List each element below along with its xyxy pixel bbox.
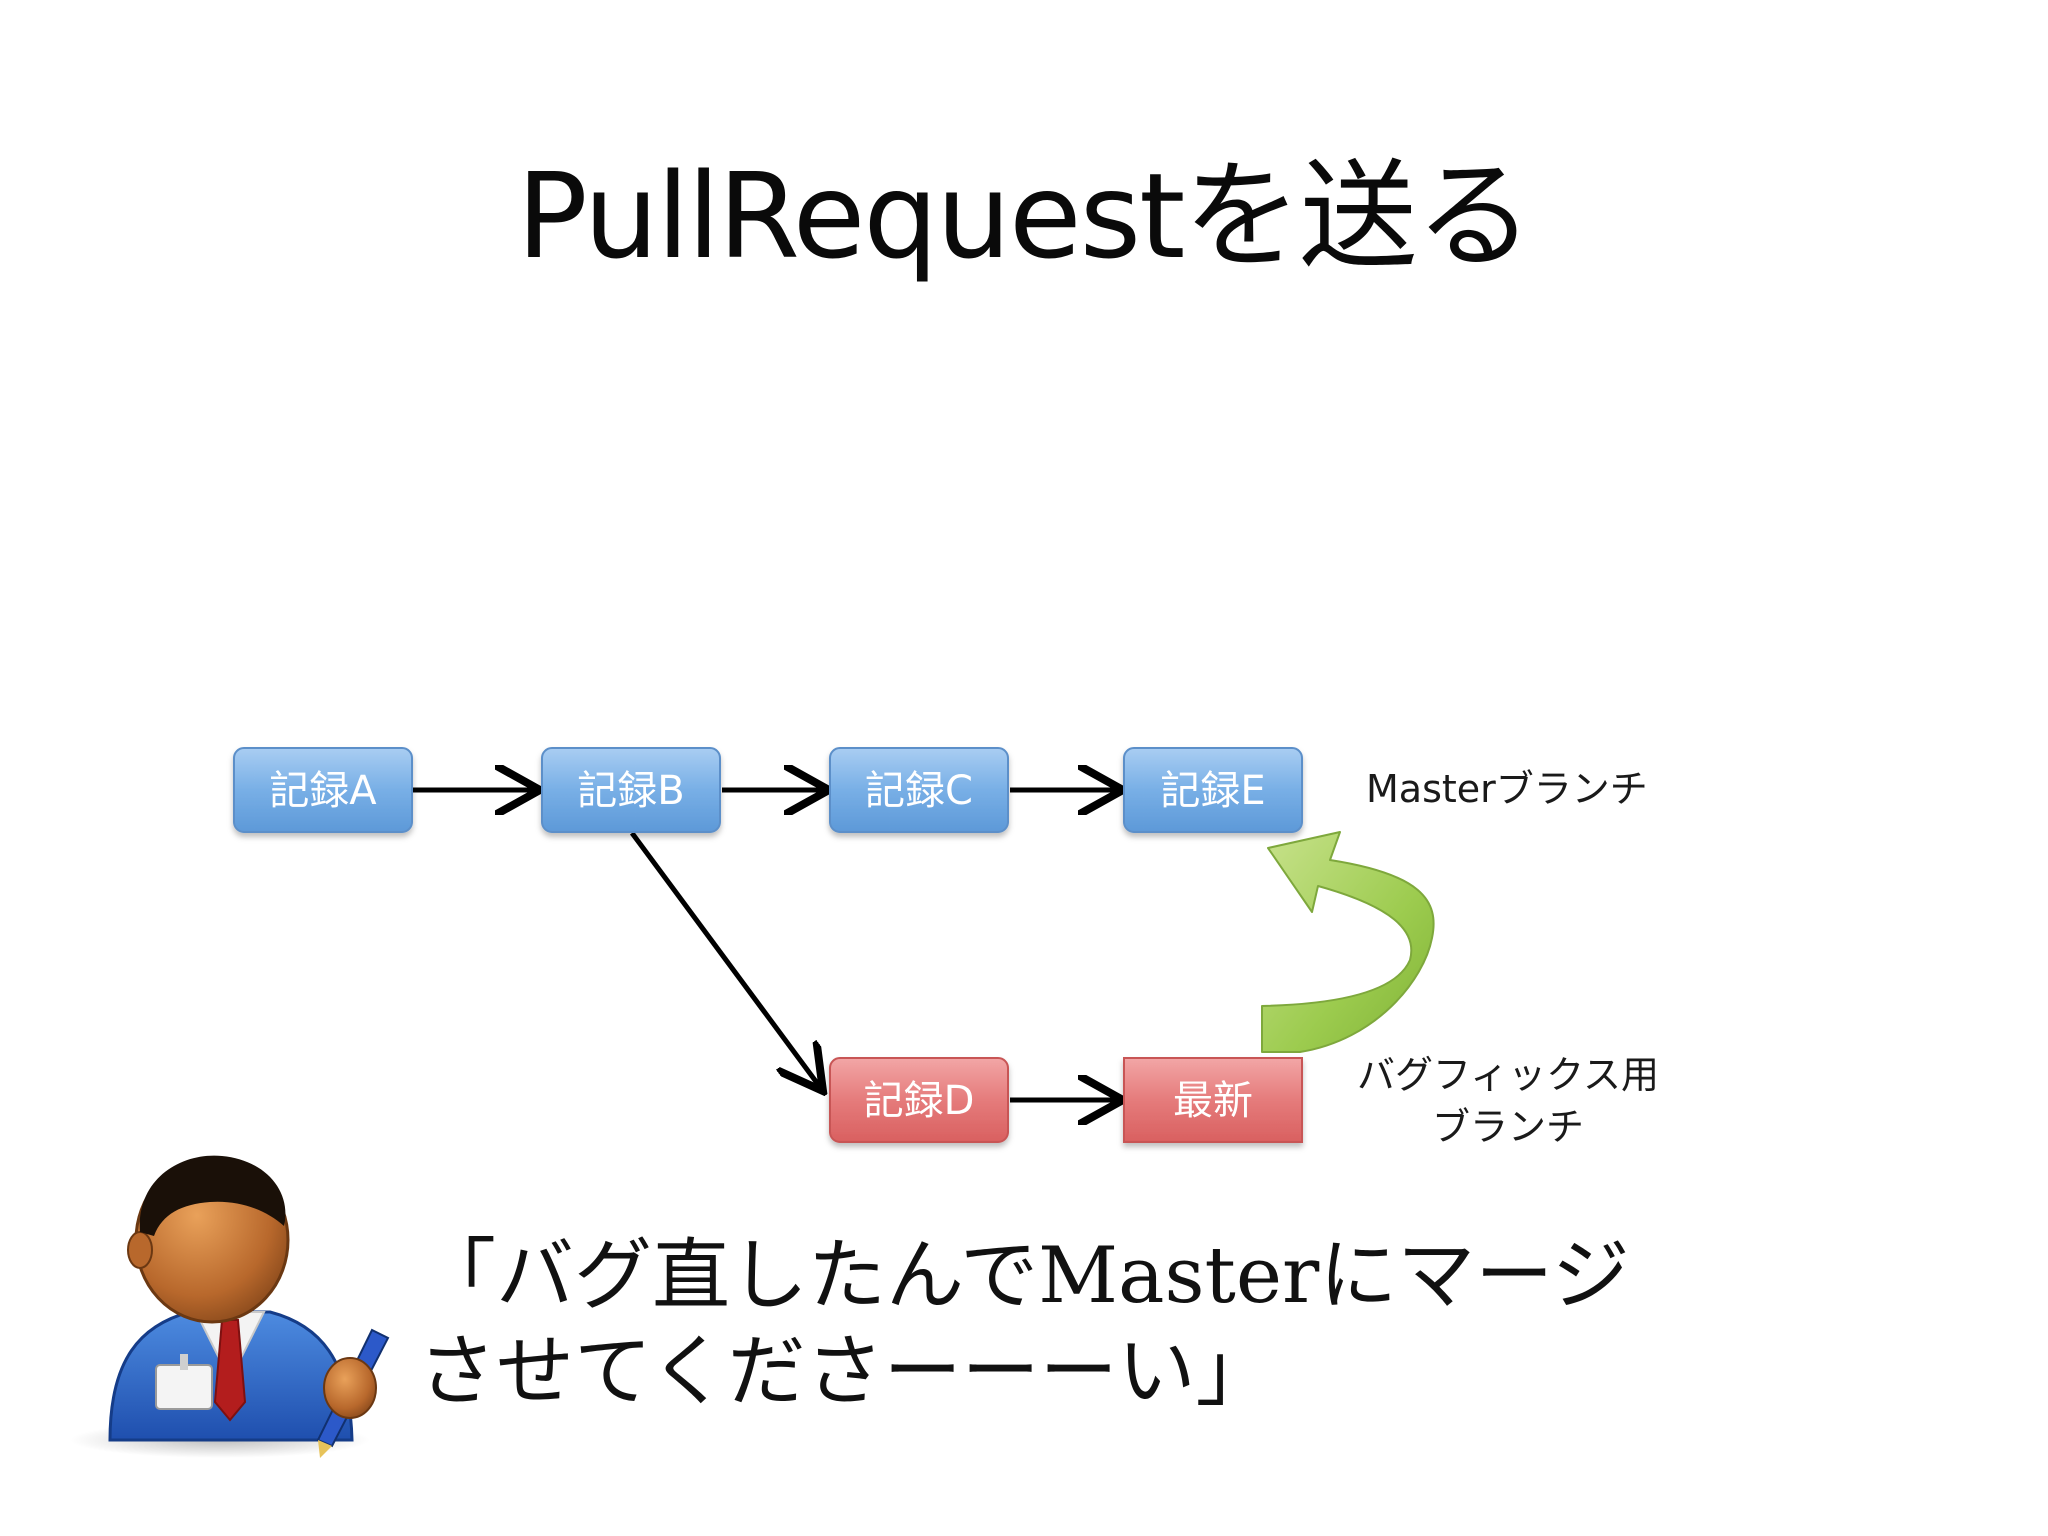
- edge-b-d: [629, 831, 820, 1087]
- node-record-c: 記録C: [829, 747, 1009, 833]
- node-record-b-label: 記録B: [577, 768, 684, 814]
- slide-title: PullRequestを送る: [516, 147, 1534, 285]
- node-record-e: 記録E: [1123, 747, 1303, 833]
- master-branch-label: Masterブランチ: [1366, 767, 1648, 811]
- speech-line-1: 「バグ直したんでMasterにマージ: [418, 1231, 1630, 1321]
- node-record-d-label: 記録D: [864, 1078, 975, 1124]
- node-record-a: 記録A: [233, 747, 413, 833]
- node-latest-label: 最新: [1173, 1078, 1253, 1124]
- node-record-e-label: 記録E: [1160, 768, 1265, 814]
- speech-line-2: させてくださーーーい」: [418, 1327, 1274, 1417]
- merge-arrow: [1261, 831, 1435, 1053]
- node-record-d: 記録D: [829, 1057, 1009, 1143]
- node-latest: 最新: [1123, 1057, 1303, 1143]
- bugfix-branch-label-line1: バグフィックス用: [1357, 1053, 1659, 1097]
- node-record-c-label: 記録C: [865, 768, 973, 814]
- speech-text: 「バグ直したんでMasterにマージ させてくださーーーい」: [418, 1228, 1718, 1420]
- bugfix-branch-label-line2: ブランチ: [1432, 1105, 1584, 1149]
- businessman-icon: [70, 1155, 390, 1458]
- node-record-b: 記録B: [541, 747, 721, 833]
- node-record-a-label: 記録A: [269, 768, 377, 814]
